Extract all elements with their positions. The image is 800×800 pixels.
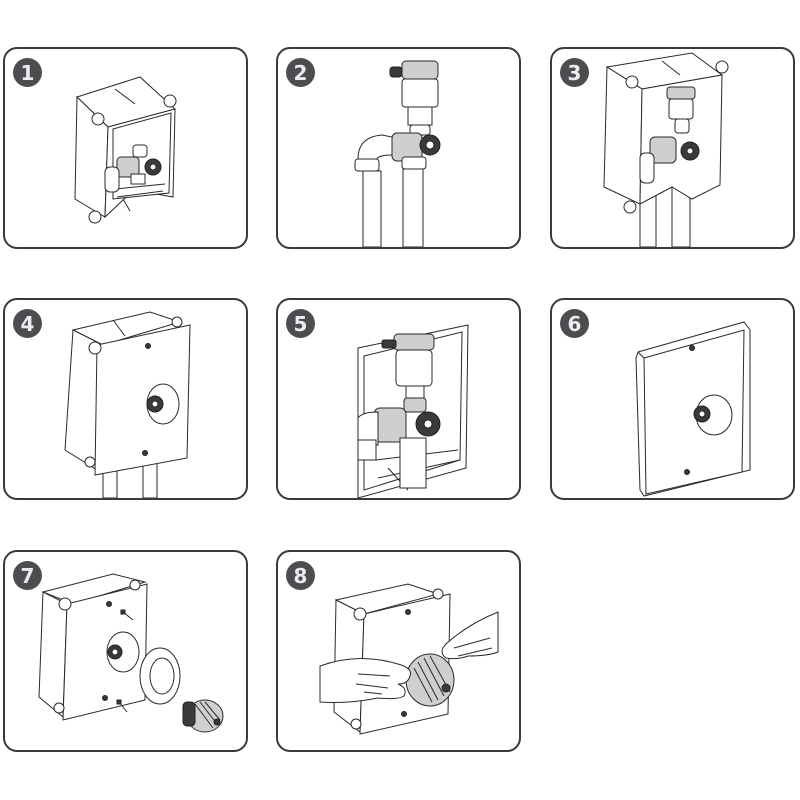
valve-inside-box-closeup-illustration: [278, 300, 519, 498]
step-number-badge: 5: [286, 309, 315, 338]
step-panel-3: 3: [550, 47, 795, 249]
step-panel-2: 2: [276, 47, 521, 249]
step-number-badge: 6: [560, 309, 589, 338]
step-number-badge: 3: [560, 58, 589, 87]
step-number-badge: 8: [286, 561, 315, 590]
step-panel-1: 1: [3, 47, 248, 249]
step-panel-6: 6: [550, 298, 795, 500]
hands-fitting-thermostatic-head-illustration: [278, 552, 519, 750]
valve-assembly-on-pipes-illustration: [278, 49, 519, 247]
back-box-with-valve-fitting-illustration: [5, 49, 246, 247]
back-box-over-valve-and-pipes-illustration: [552, 49, 793, 247]
cover-plate-mounted-on-box-illustration: [5, 300, 246, 498]
step-number-badge: 2: [286, 58, 315, 87]
step-number-badge: 4: [13, 309, 42, 338]
exploded-screws-ring-thermostatic-head-illustration: [5, 552, 246, 750]
step-panel-8: 8: [276, 550, 521, 752]
step-panel-7: 7: [3, 550, 248, 752]
step-panel-4: 4: [3, 298, 248, 500]
cover-plate-front-view-illustration: [552, 300, 793, 498]
step-panel-5: 5: [276, 298, 521, 500]
step-number-badge: 1: [13, 58, 42, 87]
step-number-badge: 7: [13, 561, 42, 590]
